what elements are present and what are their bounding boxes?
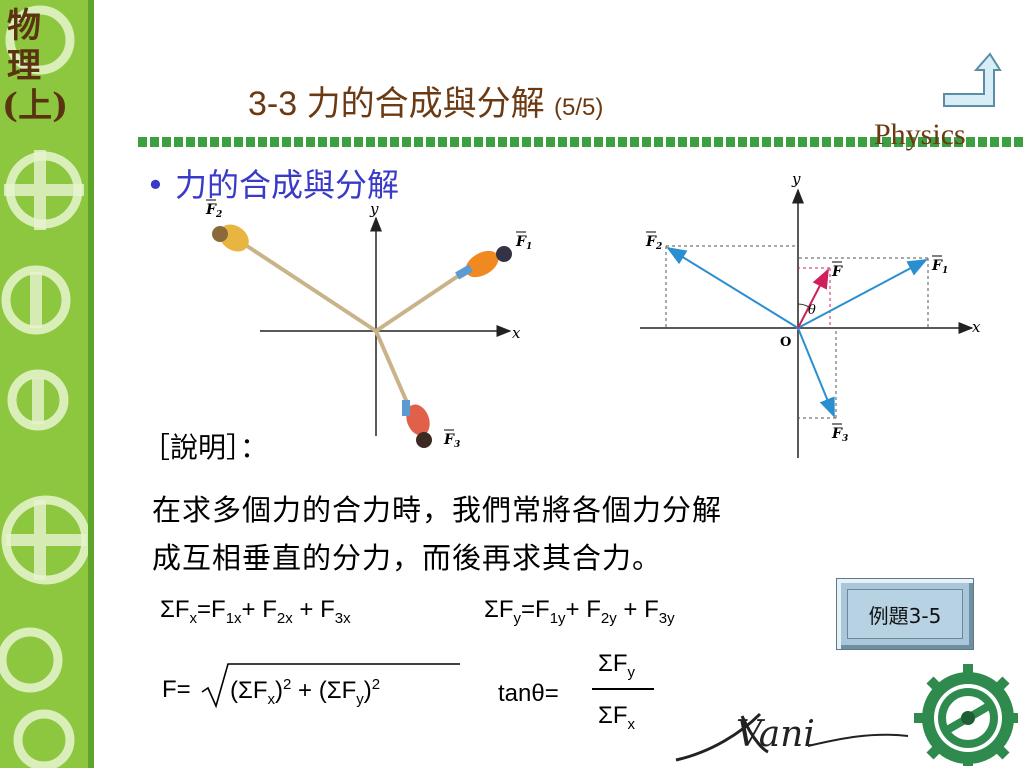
person-f2 (212, 224, 249, 252)
bullet-text: 力的合成與分解 (175, 166, 400, 204)
formula-magnitude: F= (162, 676, 191, 703)
vector-f3 (797, 327, 835, 418)
gear-nav-icon[interactable] (906, 654, 1018, 766)
gear-decoration-icon (0, 5, 88, 768)
formula-magnitude-radicand: (ΣFx)2 + (ΣFy)2 (230, 676, 381, 708)
formula-sum-fx: ΣFx=F1x+ F2x + F3x (160, 596, 351, 627)
brand-label: Physics (874, 118, 966, 151)
label-theta: θ (808, 303, 816, 318)
label-f1: F1 (931, 258, 948, 276)
vector-f2 (666, 246, 799, 329)
x-axis-label: x (512, 324, 521, 342)
label-f1: F1 (515, 234, 532, 252)
note-label: ［說明］： (142, 431, 269, 464)
label-f3: F3 (443, 432, 460, 450)
theta-arc (797, 303, 810, 308)
sidebar: 物理(上) (0, 0, 88, 768)
sidebar-title: 物理(上) (2, 6, 69, 126)
label-f3: F3 (831, 426, 848, 444)
resultant-f (797, 268, 829, 329)
body-line-1: 在求多個力的合力時，我們常將各個力分解 (152, 493, 723, 527)
logo-text: Vani (736, 714, 815, 755)
vani-logo: Vani (675, 712, 909, 762)
body-line-2: 成互相垂直的分力，而後再求其合力。 (152, 541, 663, 575)
formula-tan-denominator: ΣFx (598, 702, 636, 733)
title-underline-bar (138, 137, 1024, 147)
y-axis-label: y (369, 200, 379, 218)
vector-f1 (797, 259, 928, 329)
person-f1 (455, 246, 512, 280)
formula-tan-numerator: ΣFy (598, 650, 636, 681)
label-origin: O (780, 335, 791, 350)
label-f2: F2 (205, 202, 222, 220)
fraction-bar (592, 688, 654, 690)
page-number: (5/5) (554, 94, 604, 121)
x-axis-label: x (972, 318, 981, 336)
page-title-text: 3-3 力的合成與分解 (248, 85, 545, 123)
page-title: 3-3 力的合成與分解 (5/5) (248, 76, 603, 125)
sidebar-edge (88, 0, 94, 768)
rope-pull-figure: x y F2 F1 F3 (205, 199, 532, 450)
example-button-label[interactable]: 例題3-5 (847, 589, 963, 639)
person-f3 (402, 400, 432, 448)
label-f2: F2 (645, 234, 662, 252)
vector-diagram: x y F2 F1 F3 F θ O (640, 170, 981, 458)
label-f: F (831, 264, 843, 280)
body-paragraph: 在求多個力的合力時，我們常將各個力分解 成互相垂直的分力，而後再求其合力。 (152, 486, 912, 582)
return-arrow-icon[interactable] (940, 50, 1002, 112)
y-axis-label: y (791, 170, 801, 188)
formula-sum-fy: ΣFy=F1y+ F2y + F3y (484, 596, 675, 627)
bullet-heading: • 力的合成與分解 (146, 166, 400, 204)
sqrt-sign (201, 663, 460, 709)
example-3-5-button[interactable]: 例題3-5 (836, 578, 974, 650)
formula-tan: tanθ= (498, 680, 559, 707)
